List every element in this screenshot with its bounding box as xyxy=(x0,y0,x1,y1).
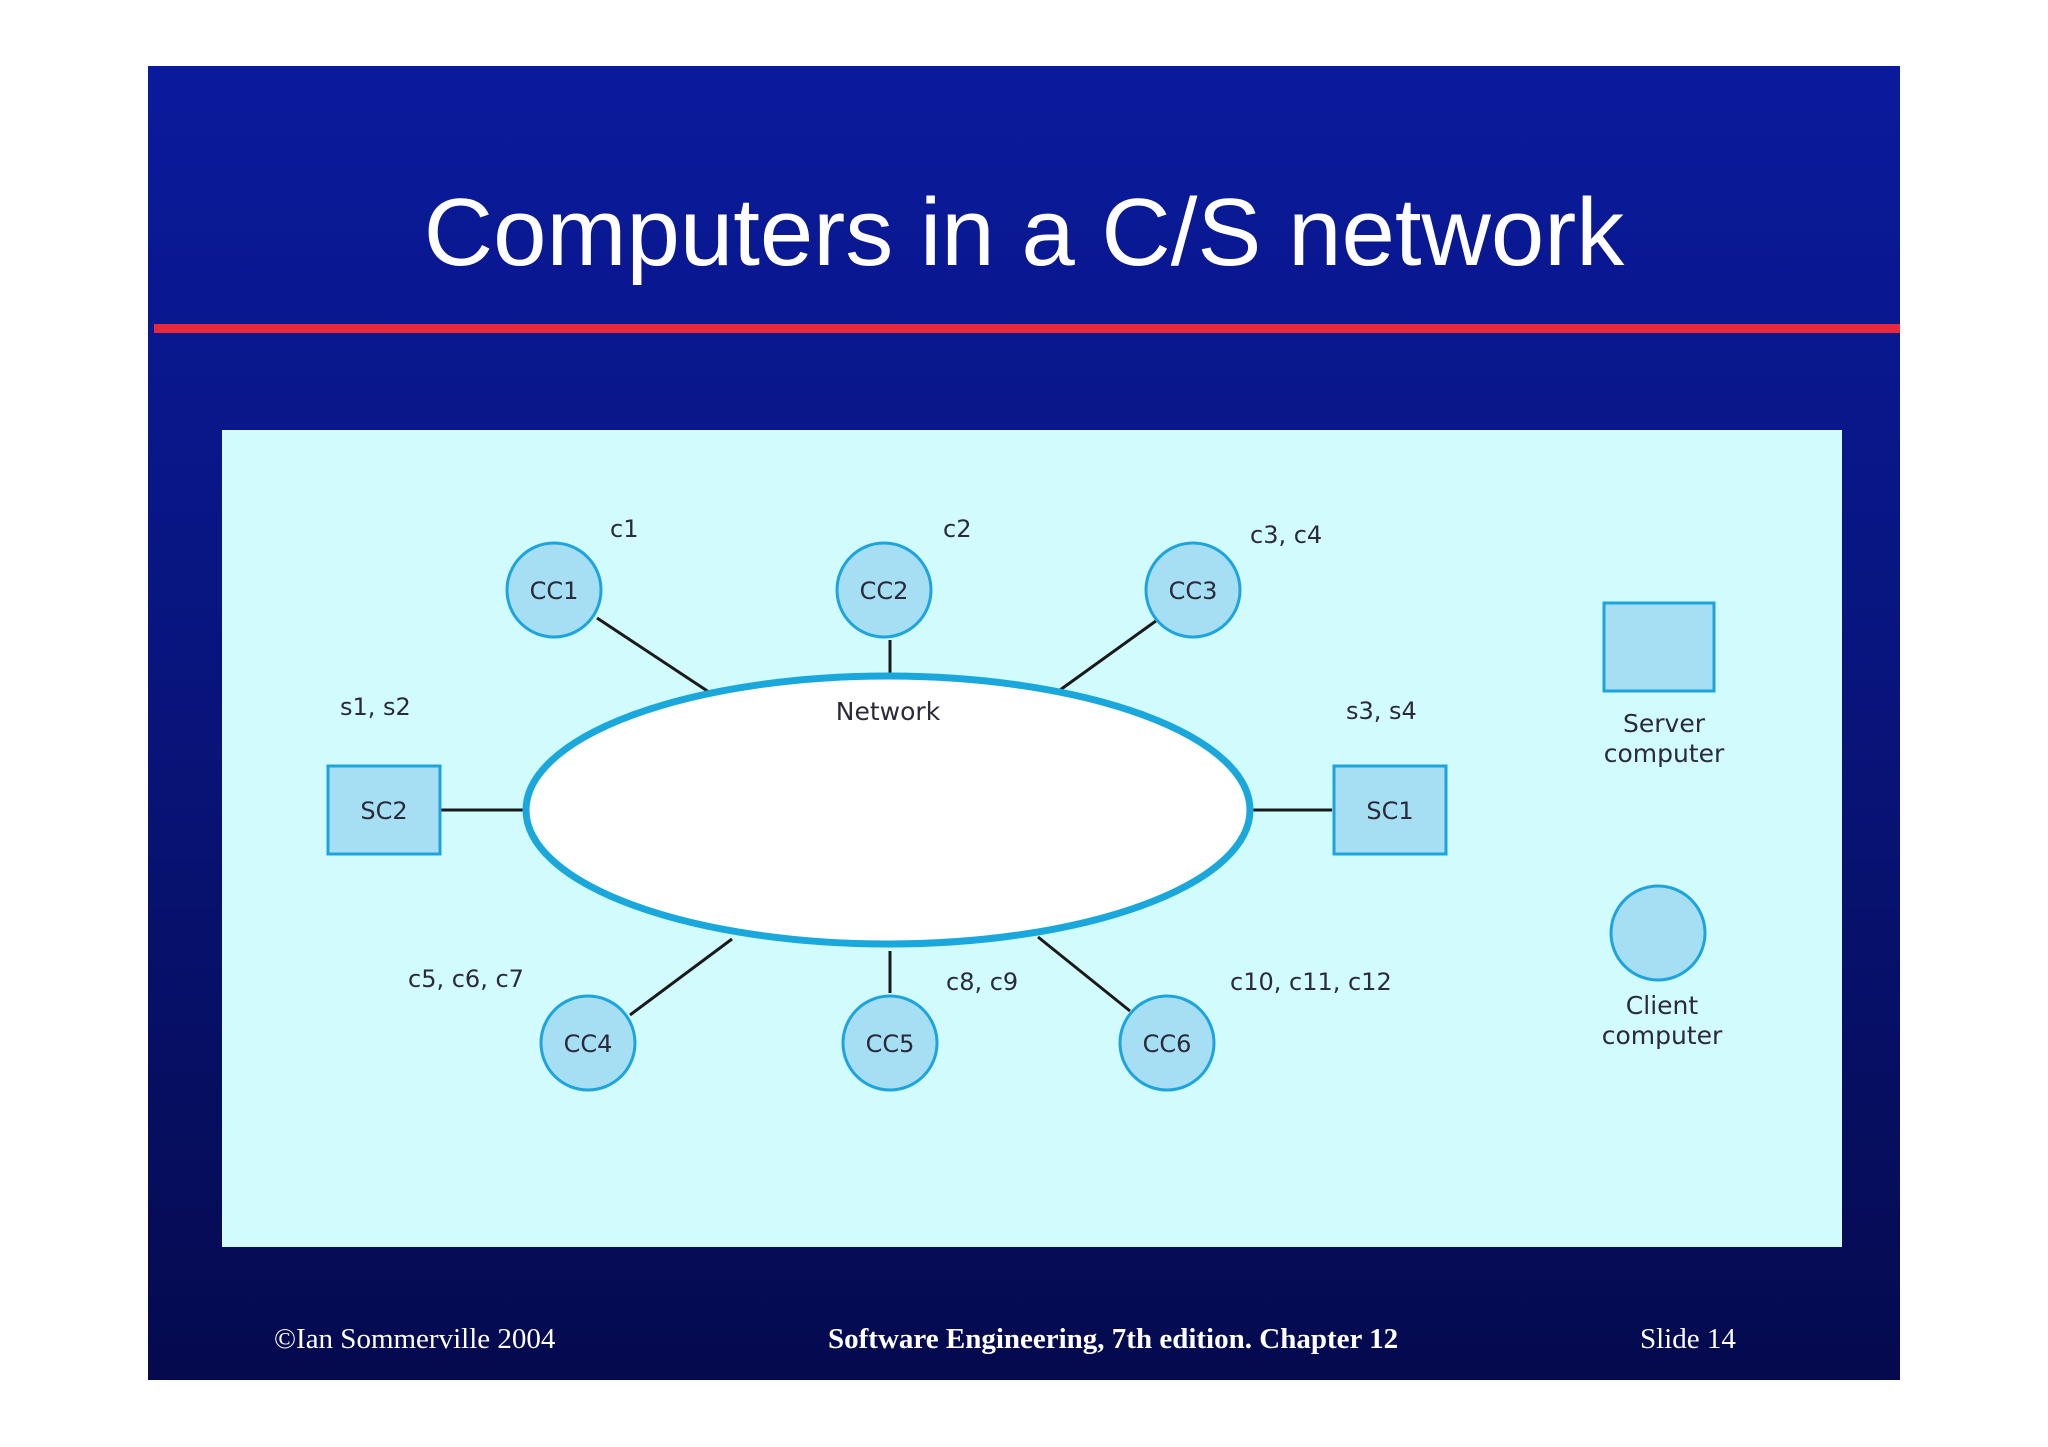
client-node-cc3 xyxy=(1144,541,1242,639)
cs-network-diagram: Network CC1 CC2 CC3 SC2 SC1 xyxy=(222,430,1842,1247)
annotation-cc5: c8, c9 xyxy=(946,968,1018,996)
client-node-cc4 xyxy=(539,994,637,1092)
annotation-cc2: c2 xyxy=(943,515,971,543)
annotation-sc1: s3, s4 xyxy=(1346,697,1417,725)
node-label-cc3: CC3 xyxy=(1169,577,1218,605)
node-label-sc1: SC1 xyxy=(1366,797,1413,825)
legend: Server computer Client computer xyxy=(1602,601,1725,1050)
annotation-cc3: c3, c4 xyxy=(1250,521,1322,549)
annotation-cc6: c10, c11, c12 xyxy=(1230,968,1392,996)
slide-title: Computers in a C/S network xyxy=(423,179,1625,286)
node-label-cc4: CC4 xyxy=(564,1030,613,1058)
legend-client-icon xyxy=(1609,884,1707,982)
legend-client-line1: Client xyxy=(1626,991,1699,1020)
node-label-cc5: CC5 xyxy=(866,1030,915,1058)
node-label-cc2: CC2 xyxy=(860,577,909,605)
link-cc4 xyxy=(629,937,733,1017)
legend-client-line2: computer xyxy=(1602,1021,1723,1050)
legend-server-line1: Server xyxy=(1623,709,1706,738)
client-node-cc1 xyxy=(505,541,603,639)
link-cc6 xyxy=(1037,935,1131,1013)
server-node-sc1 xyxy=(1332,764,1448,856)
slide: Computers in a C/S network Network xyxy=(148,66,1900,1380)
footer-book-title: Software Engineering, 7th edition. Chapt… xyxy=(828,1323,1399,1355)
network-ellipse xyxy=(522,672,1254,948)
annotation-sc2: s1, s2 xyxy=(340,693,411,721)
footer-copyright: ©Ian Sommerville 2004 xyxy=(274,1323,556,1355)
annotation-cc1: c1 xyxy=(610,515,638,543)
node-label-sc2: SC2 xyxy=(360,797,407,825)
legend-server-line2: computer xyxy=(1604,739,1725,768)
client-node-cc2 xyxy=(835,541,933,639)
node-label-cc1: CC1 xyxy=(530,577,579,605)
server-node-sc2 xyxy=(326,764,442,856)
footer-slide-number: Slide 14 xyxy=(1640,1323,1736,1355)
network-label: Network xyxy=(836,697,941,726)
link-cc3 xyxy=(1059,616,1161,692)
node-label-cc6: CC6 xyxy=(1143,1030,1192,1058)
client-node-cc5 xyxy=(841,994,939,1092)
client-node-cc6 xyxy=(1118,994,1216,1092)
link-cc1 xyxy=(596,616,719,700)
annotation-cc4: c5, c6, c7 xyxy=(408,965,524,993)
legend-server-icon xyxy=(1602,601,1716,693)
title-divider xyxy=(154,324,1900,333)
